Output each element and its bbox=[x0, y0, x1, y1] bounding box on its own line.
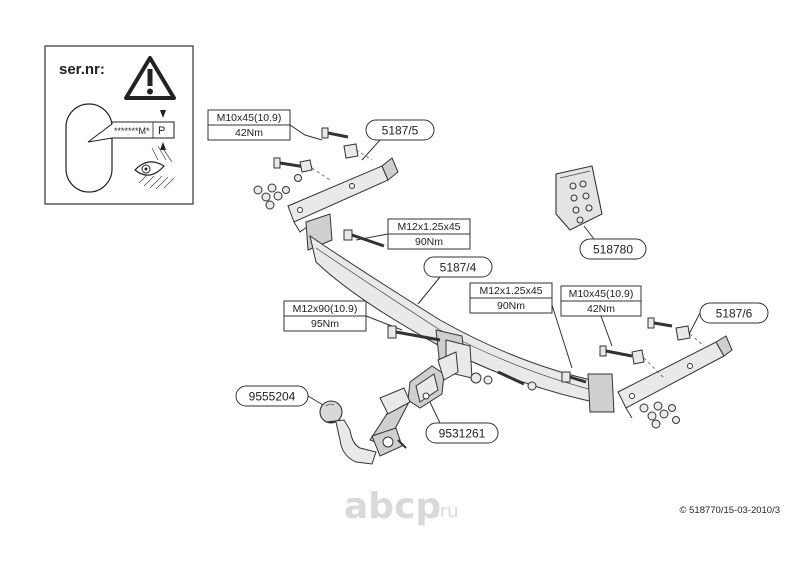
spec-right: M10x45(10.9) 42Nm bbox=[560, 285, 642, 347]
spec-right-size: M10x45(10.9) bbox=[569, 288, 634, 300]
spec-ball-bolt: M12x90(10.9) 95Nm bbox=[283, 300, 403, 332]
watermark-tld: .ru bbox=[434, 501, 459, 522]
spec-center-right-torque: 90Nm bbox=[497, 300, 525, 312]
part-crossbar-label: 5187/4 bbox=[417, 256, 493, 305]
watermark-name: abcp bbox=[344, 486, 441, 527]
warning-icon bbox=[124, 56, 176, 100]
part-socket-holder-label: 9531261 bbox=[425, 397, 499, 444]
spec-center-top: M12x1.25x45 90Nm bbox=[355, 218, 471, 250]
arrow-markers-icon bbox=[160, 110, 166, 150]
left-nuts bbox=[253, 174, 302, 210]
serial-plate: *******M* P bbox=[87, 121, 175, 143]
spec-center-right: M12x1.25x45 90Nm bbox=[469, 282, 573, 369]
spec-ball-bolt-size: M12x90(10.9) bbox=[293, 303, 358, 315]
copyright-text: © 518770/15-03-2010/3 bbox=[680, 505, 781, 516]
part-tow-ball-label: 9555204 bbox=[235, 385, 329, 409]
right-bolts bbox=[599, 317, 705, 379]
spec-right-torque: 42Nm bbox=[587, 303, 615, 315]
socket-holder-drawing bbox=[407, 351, 459, 409]
part-cover-plate-label: 518780 bbox=[579, 225, 647, 260]
spec-center-top-torque: 90Nm bbox=[415, 236, 443, 248]
spec-top-left-size: M10x45(10.9) bbox=[217, 112, 282, 124]
cover-plate-drawing bbox=[555, 165, 603, 231]
serial-plate-letter: P bbox=[158, 125, 165, 137]
mounting-plate-outline bbox=[65, 103, 113, 193]
watermark-logo: abcp .ru bbox=[344, 486, 459, 527]
part-cover-plate: 518780 bbox=[593, 243, 633, 257]
part-socket-holder: 9531261 bbox=[439, 427, 486, 441]
right-bracket-drawing bbox=[599, 317, 733, 429]
part-crossbar: 5187/4 bbox=[440, 261, 477, 275]
serial-label: ser.nr: bbox=[59, 61, 105, 78]
ball-bolt-drawing bbox=[387, 325, 482, 384]
part-left-bracket-label: 5187/5 bbox=[361, 119, 435, 161]
part-tow-ball: 9555204 bbox=[249, 390, 296, 404]
left-bracket-drawing bbox=[253, 127, 399, 233]
left-bolts bbox=[273, 127, 373, 181]
spec-top-left: M10x45(10.9) 42Nm bbox=[207, 109, 323, 141]
part-left-bracket: 5187/5 bbox=[382, 124, 419, 138]
right-nuts bbox=[639, 401, 680, 429]
serial-info-panel: ser.nr: *******M* P bbox=[44, 45, 194, 205]
spec-ball-bolt-torque: 95Nm bbox=[311, 318, 339, 330]
eye-icon bbox=[134, 145, 175, 190]
spec-center-top-size: M12x1.25x45 bbox=[397, 221, 460, 233]
tow-ball-drawing bbox=[319, 387, 411, 465]
spec-center-right-size: M12x1.25x45 bbox=[479, 285, 542, 297]
spec-top-left-torque: 42Nm bbox=[235, 127, 263, 139]
part-right-bracket-label: 5187/6 bbox=[687, 302, 769, 337]
part-right-bracket: 5187/6 bbox=[716, 307, 753, 321]
serial-plate-code: *******M* bbox=[114, 126, 150, 136]
